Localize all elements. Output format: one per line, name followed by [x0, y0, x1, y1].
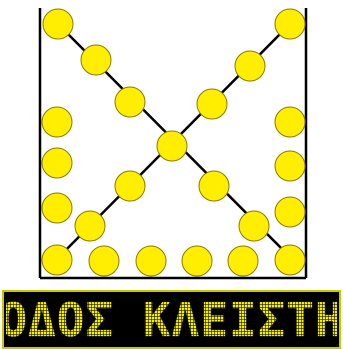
- lamp-circle-icon: [235, 51, 265, 81]
- lamp-circle-icon: [199, 171, 229, 201]
- lamp-circle-icon: [42, 107, 72, 137]
- lamp-circle-icon: [239, 211, 269, 241]
- display-message: ΟΔΟΣ ΚΛΕΙΣΤΗ: [6, 295, 337, 345]
- lamp-circle-icon: [136, 246, 166, 276]
- lamp-circle-icon: [275, 151, 305, 181]
- lamp-circle-icon: [275, 197, 305, 227]
- lamp-circle-icon: [228, 246, 258, 276]
- lamp-circle-icon: [115, 87, 145, 117]
- lamp-circle-icon: [275, 9, 305, 39]
- lamp-circle-icon: [43, 9, 73, 39]
- lamp-circle-icon: [182, 246, 212, 276]
- lamp-circle-icon: [81, 45, 111, 75]
- lamp-circle-icon: [89, 246, 119, 276]
- lamp-circle-icon: [115, 171, 145, 201]
- lamp-circle-icon: [275, 107, 305, 137]
- lamp-circle-icon: [157, 131, 187, 161]
- lamp-circle-icon: [42, 245, 72, 275]
- lamp-circle-icon: [197, 89, 227, 119]
- closed-road-lamp-signal: [0, 0, 343, 290]
- led-message-display: ΟΔΟΣ ΚΛΕΙΣΤΗ: [2, 290, 341, 349]
- lamp-circle-icon: [275, 245, 305, 275]
- lamp-circle-icon: [75, 211, 105, 241]
- lamp-circle-icon: [42, 193, 72, 223]
- lamp-circle-icon: [42, 148, 72, 178]
